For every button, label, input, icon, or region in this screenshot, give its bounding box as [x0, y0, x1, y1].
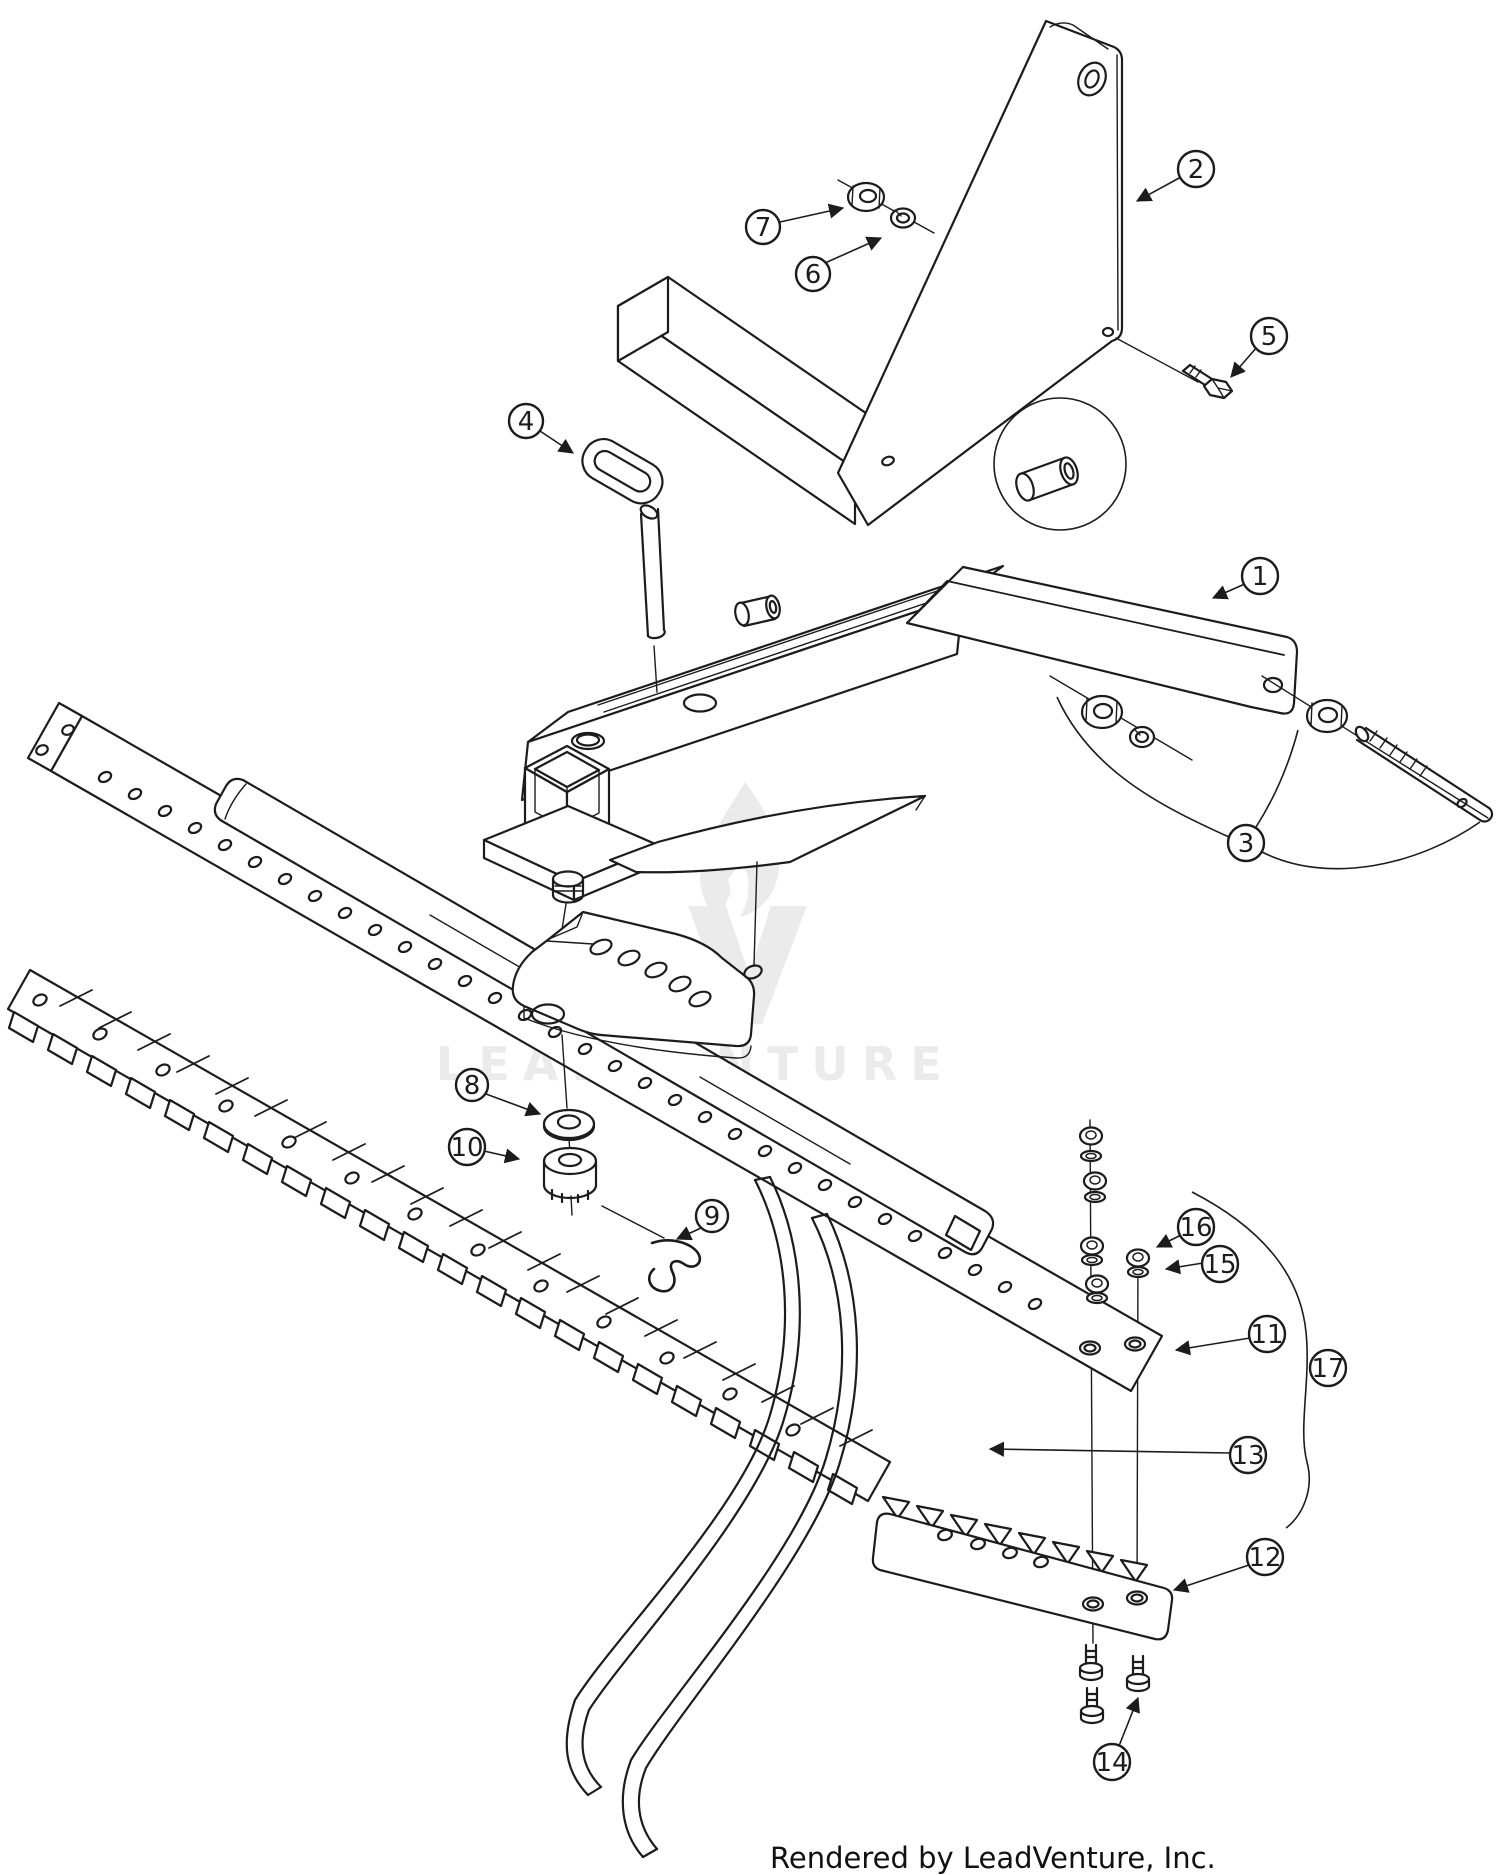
threaded-rod: [1354, 725, 1494, 823]
callout-16: 16: [1176, 1207, 1216, 1247]
callout-4: 4: [507, 402, 545, 440]
callout-13: 13: [1228, 1435, 1268, 1475]
mount-plate: [511, 861, 763, 1059]
leader-17-curve: [1191, 1191, 1310, 1529]
svg-text:17: 17: [1311, 1354, 1344, 1384]
drilled-flat-bar: [26, 701, 1164, 1393]
callout-11: 11: [1247, 1314, 1287, 1354]
hairpin-cotter-9: [601, 1205, 702, 1293]
callout-10: 10: [447, 1127, 487, 1167]
bar-end-plate: [1078, 1336, 1147, 1356]
svg-text:7: 7: [755, 213, 772, 243]
callout-17: 17: [1308, 1348, 1348, 1388]
cross-tube: [616, 275, 907, 526]
spacer-bushing: [734, 594, 781, 628]
hex-nut: [1305, 698, 1349, 734]
callout-12: 12: [1245, 1537, 1285, 1577]
tongue-arm: [905, 565, 1299, 715]
svg-text:8: 8: [464, 1071, 481, 1101]
callout-leaders: [483, 176, 1258, 1747]
callout-8: 8: [454, 1067, 490, 1103]
svg-text:3: 3: [1238, 829, 1255, 859]
svg-text:13: 13: [1231, 1441, 1264, 1471]
callout-14: 14: [1092, 1742, 1132, 1782]
footer-credit: Rendered by LeadVenture, Inc.: [770, 1841, 1216, 1875]
callout-15: 15: [1200, 1244, 1240, 1284]
hex-bolt-5: [1115, 337, 1234, 400]
callout-9: 9: [694, 1198, 730, 1234]
callout-2: 2: [1176, 149, 1216, 189]
hitch-block: [482, 744, 927, 1007]
svg-text:15: 15: [1203, 1250, 1236, 1280]
lock-washer-6: [889, 207, 917, 229]
serrated-plate-12: [871, 1495, 1174, 1641]
curved-tines: [565, 1175, 859, 1859]
triangle-bracket: [836, 19, 1124, 527]
callout-1: 1: [1240, 556, 1280, 596]
hex-nut-7: [837, 179, 935, 234]
svg-text:16: 16: [1179, 1213, 1212, 1243]
svg-text:6: 6: [805, 260, 822, 290]
callout-3: 3: [1226, 823, 1266, 863]
svg-text:1: 1: [1252, 562, 1269, 592]
callout-7: 7: [744, 208, 782, 246]
carriage-bolts-14: [1078, 1643, 1151, 1725]
svg-text:12: 12: [1248, 1543, 1281, 1573]
lock-washer: [1128, 725, 1156, 749]
svg-text:2: 2: [1188, 155, 1205, 185]
svg-text:4: 4: [518, 407, 535, 437]
svg-text:11: 11: [1250, 1320, 1283, 1350]
hex-nut: [1080, 694, 1124, 730]
hardware-group-3: [1049, 675, 1494, 870]
t-handle-pin: [581, 438, 666, 693]
svg-text:10: 10: [450, 1133, 483, 1163]
main-beam: [520, 564, 1005, 802]
svg-text:5: 5: [1261, 322, 1278, 352]
callout-6: 6: [794, 255, 832, 293]
nut-washer-stacks: [1078, 1126, 1151, 1305]
callout-5: 5: [1249, 316, 1289, 356]
scarifier-bar: [6, 968, 892, 1506]
svg-text:9: 9: [704, 1202, 721, 1232]
castle-nut-10: [542, 1146, 598, 1216]
detail-balloon: [993, 397, 1127, 531]
svg-text:14: 14: [1095, 1748, 1128, 1778]
